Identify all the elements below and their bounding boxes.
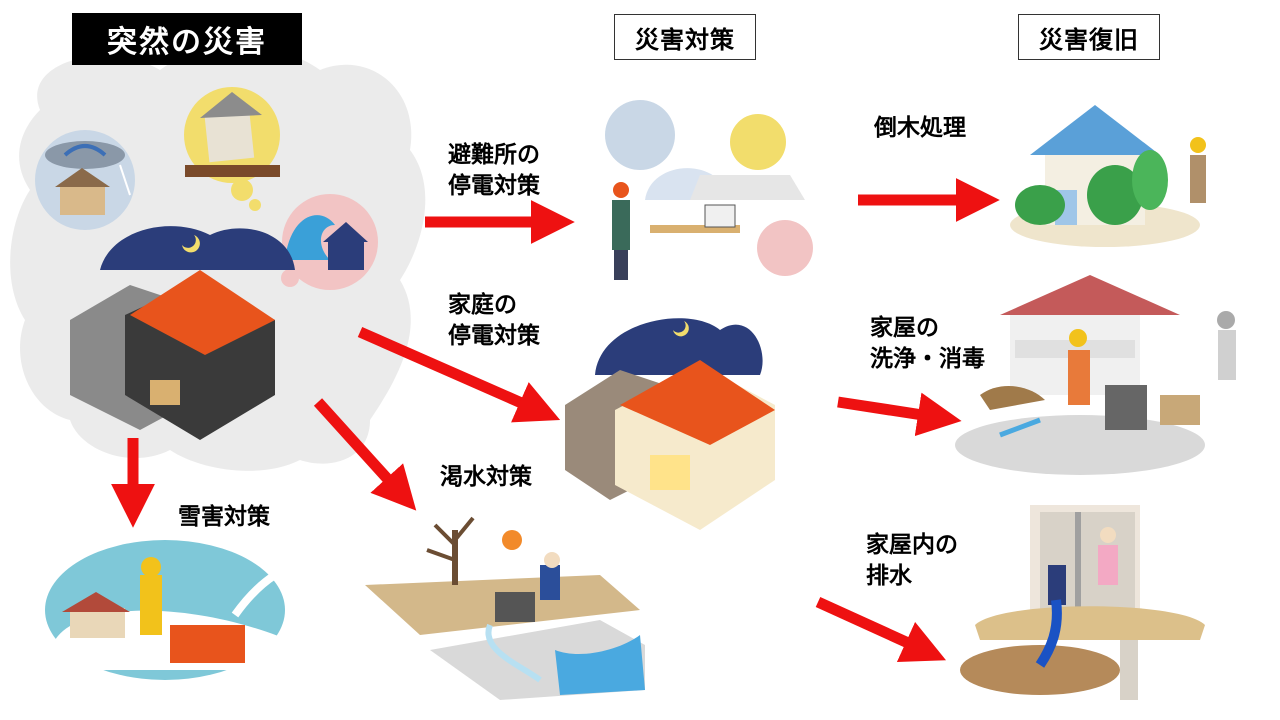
home-power-icon xyxy=(565,318,775,530)
fallen-tree-icon xyxy=(1010,105,1206,247)
header-recovery: 災害復旧 xyxy=(1018,14,1160,60)
pressure-washer-icon xyxy=(955,275,1236,475)
label-shelter-power: 避難所の 停電対策 xyxy=(448,140,540,202)
arrow-to-drainage xyxy=(818,602,928,652)
shelter-generator-icon xyxy=(605,100,813,280)
arrow-to-cleaning xyxy=(838,402,942,418)
label-fallen-trees: 倒木処理 xyxy=(874,113,966,144)
typhoon-icon xyxy=(35,130,135,230)
label-house-cleaning: 家屋の 洗浄・消毒 xyxy=(870,313,985,375)
header-countermeasures: 災害対策 xyxy=(614,14,756,60)
header-sudden-disaster: 突然の災害 xyxy=(72,13,302,65)
label-snow: 雪害対策 xyxy=(178,502,270,533)
label-home-power: 家庭の 停電対策 xyxy=(448,290,540,352)
drainage-pump-icon xyxy=(960,505,1205,700)
label-drought: 渇水対策 xyxy=(440,462,532,493)
snow-blower-icon xyxy=(45,540,315,680)
drought-pump-icon xyxy=(365,518,645,700)
label-drainage: 家屋内の 排水 xyxy=(866,530,958,592)
